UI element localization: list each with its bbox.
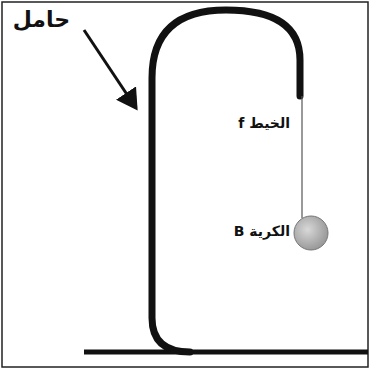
stand (152, 10, 300, 352)
part-label: الخيط f (238, 116, 290, 131)
ball (294, 216, 328, 250)
leader-arrow (84, 30, 136, 108)
ground-line (84, 350, 368, 355)
frame (2, 2, 368, 367)
part-label: الكرية B (234, 224, 290, 239)
part-label: حامل (13, 8, 70, 32)
thread (301, 96, 302, 218)
